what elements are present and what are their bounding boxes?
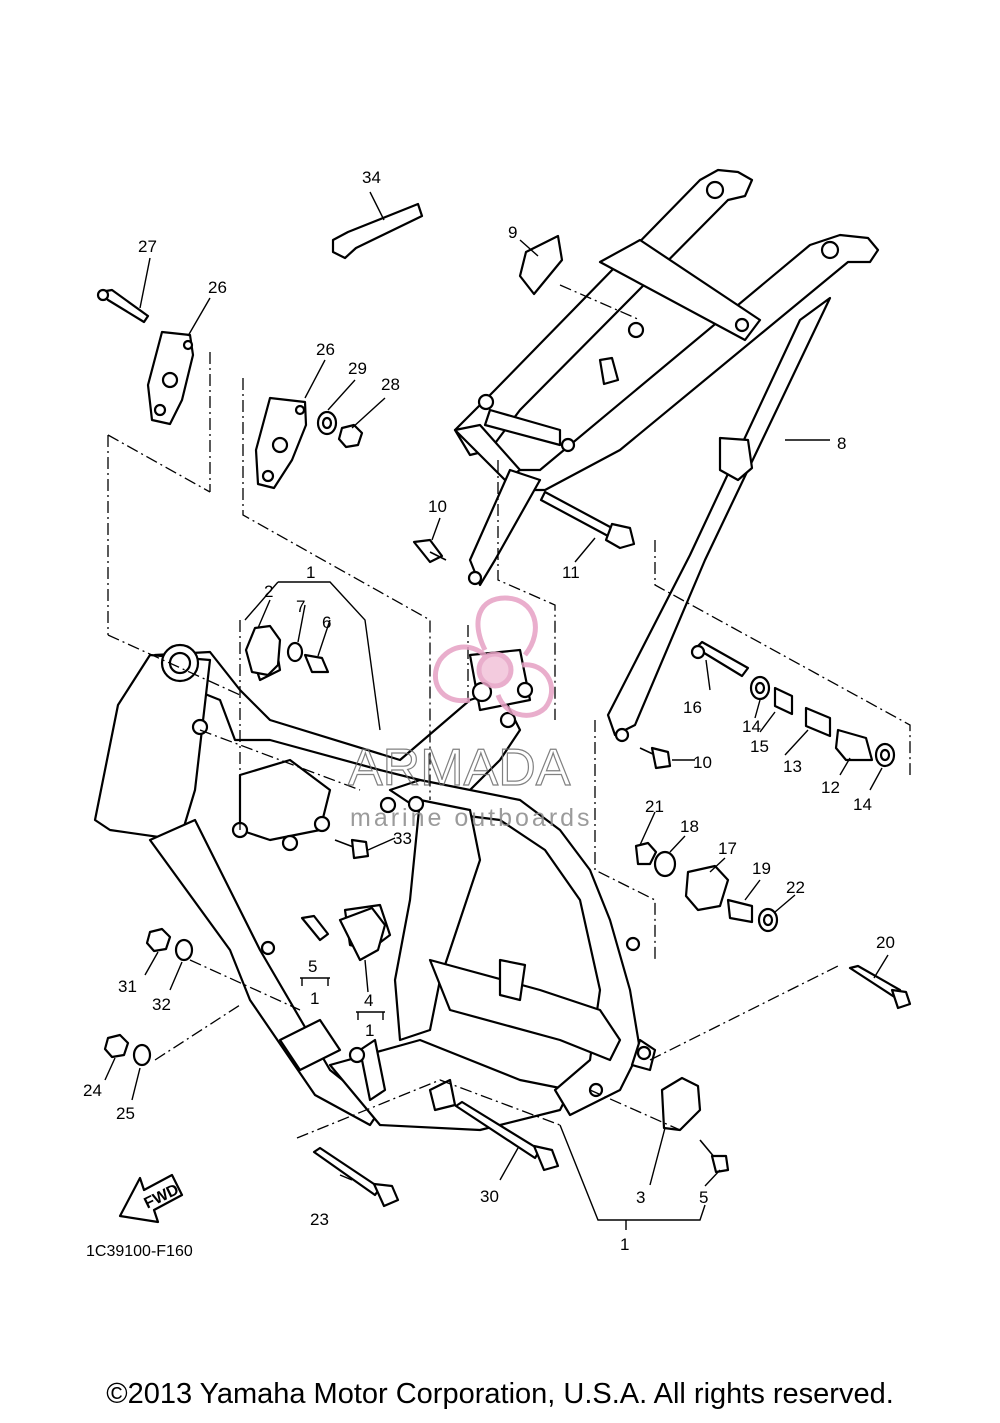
callout-13: 13 [783,757,802,776]
collar-group-12-16 [690,640,896,768]
callout-labels: 34 9 27 26 26 29 28 8 10 11 1 2 7 6 16 1… [83,168,895,1254]
callout-22: 22 [786,878,805,897]
callout-16: 16 [683,698,702,717]
callout-18: 18 [680,817,699,836]
callout-3: 3 [636,1188,645,1207]
svg-text:ARMADA: ARMADA [348,739,571,797]
nut-28 [337,423,364,449]
armada-watermark: ARMADA marine outboards [347,595,593,832]
callout-32: 32 [152,995,171,1014]
catalog-code: 1C39100-F160 [86,1243,193,1260]
callout-11: 11 [562,563,580,582]
washer-29 [316,410,338,436]
callout-21: 21 [645,797,664,816]
clamp-2-bolt-6-washer-7 [244,624,330,677]
forward-arrow-icon: FWD [118,1173,184,1224]
callout-1b: 1 [310,989,319,1008]
reference-lines [107,284,911,1139]
bolt-20 [848,964,912,1010]
callout-1c: 1 [365,1021,374,1040]
callout-14a: 14 [742,717,761,736]
callout-1a: 1 [306,563,315,582]
callout-1d: 1 [620,1235,629,1254]
callout-5a: 5 [308,957,317,976]
nut-31-washer-32 [145,927,194,962]
leader-lines [104,191,889,1230]
callout-10a: 10 [428,497,447,516]
copyright-notice: ©2013 Yamaha Motor Corporation, U.S.A. A… [106,1378,894,1410]
callout-20: 20 [876,933,895,952]
callout-14b: 14 [853,795,872,814]
callout-25: 25 [116,1104,135,1123]
bolt-10b [639,746,672,770]
callout-31: 31 [118,977,137,996]
callout-26b: 26 [316,340,335,359]
callout-27: 27 [138,237,157,256]
callout-6: 6 [322,613,331,632]
callout-15: 15 [750,737,769,756]
callout-8: 8 [837,434,846,453]
callout-28: 28 [381,375,400,394]
armada-logo-icon [433,595,554,718]
callout-29: 29 [348,359,367,378]
callout-4: 4 [364,991,373,1010]
bracket-3-bolt-5 [660,1076,730,1174]
stay-34 [331,202,424,260]
bolt-5-and-bracket-4 [300,906,387,962]
bolt-23 [312,1146,400,1208]
callout-33: 33 [393,829,412,848]
callout-2: 2 [264,582,273,601]
callout-10b: 10 [693,753,712,772]
callout-23: 23 [310,1210,329,1229]
callout-5b: 5 [699,1188,708,1207]
bolt-11 [539,490,636,550]
cover-9 [518,234,564,296]
callout-17: 17 [718,839,737,858]
callout-12: 12 [821,778,840,797]
callout-9: 9 [508,223,517,242]
svg-text:marine outboards: marine outboards [350,804,593,832]
callout-24: 24 [83,1081,102,1100]
bolt-30 [454,1100,560,1172]
bolt-10a [412,538,447,564]
bolt-27 [96,288,150,324]
main-frame [93,638,657,1132]
rear-subframe [453,168,880,743]
engine-bracket-26a [146,330,195,426]
callout-30: 30 [480,1187,499,1206]
collar-group-17-22 [634,841,779,933]
callout-7: 7 [296,597,305,616]
bolt-33 [334,838,370,860]
callout-26a: 26 [208,278,227,297]
engine-bracket-26b [254,396,308,490]
callout-34: 34 [362,168,381,187]
nut-24-washer-25 [103,1033,152,1067]
callout-19: 19 [752,859,771,878]
